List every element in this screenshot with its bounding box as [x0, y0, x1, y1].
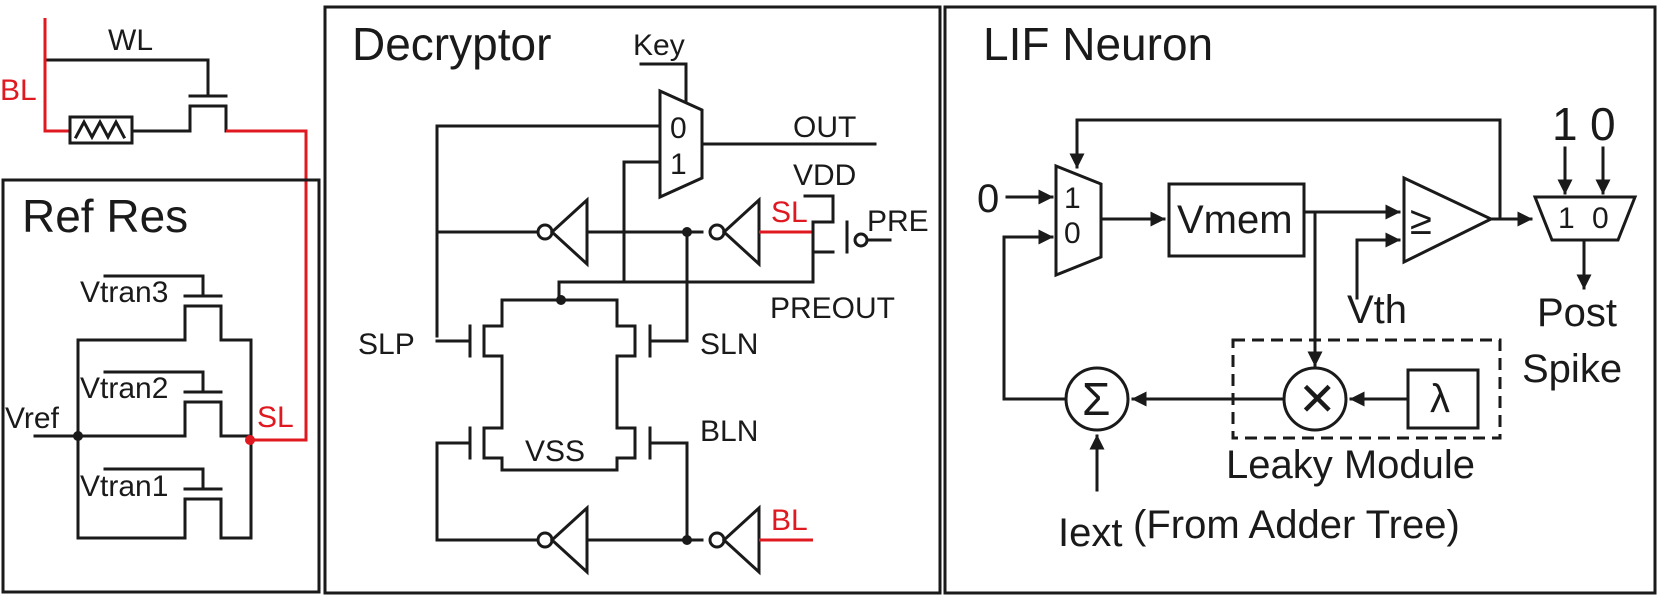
ref-res-border — [1, 178, 321, 594]
out-mux-0: 0 — [1592, 202, 1609, 235]
vtran1-gate — [103, 467, 223, 491]
sum-to-mux — [1002, 229, 1068, 401]
mux-in1: 1 — [670, 148, 687, 181]
vmem-label: Vmem — [1177, 198, 1293, 242]
comparator — [1402, 175, 1495, 265]
lif-title: LIF Neuron — [983, 18, 1213, 70]
decryptor-bl-label: BL — [771, 504, 808, 537]
bl-label: BL — [0, 74, 37, 107]
vss-label: VSS — [525, 435, 585, 468]
preout-label: PREOUT — [770, 292, 895, 325]
bln-label: BLN — [700, 415, 758, 448]
leaky-module-label: Leaky Module — [1226, 443, 1475, 487]
input-mux-b: 0 — [1064, 217, 1081, 250]
mux-in0: 0 — [670, 112, 687, 145]
vtran1-label: Vtran1 — [80, 470, 168, 503]
ref-res-title: Ref Res — [22, 190, 188, 242]
decryptor-title: Decryptor — [352, 18, 551, 70]
post-label: Post — [1537, 291, 1617, 335]
mult-symbol: ✕ — [1298, 373, 1337, 425]
decryptor-border — [323, 5, 942, 595]
leaky-module-box — [1231, 338, 1502, 440]
wl-gate — [188, 58, 228, 98]
vtran3-label: Vtran3 — [80, 276, 168, 309]
lambda-label: λ — [1430, 377, 1450, 421]
decryptor-sl-label: SL — [771, 196, 808, 229]
sl-node — [245, 435, 255, 445]
output-mux — [1532, 195, 1638, 242]
bl-line — [43, 18, 70, 133]
pre-pmos — [803, 194, 835, 254]
slp-gate — [435, 324, 472, 358]
key-wire — [639, 62, 688, 105]
ref-sl-label: SL — [257, 401, 294, 434]
bln-gate — [648, 426, 689, 542]
vtran2-gate — [103, 370, 223, 394]
ref-res-panel: Ref Res Vtran3 Vtran2 Vtran1 Vref SL — [1, 178, 321, 594]
pre-label: PRE — [867, 205, 929, 238]
vtran1-channel — [76, 497, 253, 540]
memory-cell: WL BL — [0, 18, 308, 442]
iext-label: Iext — [1058, 511, 1122, 555]
zero-in-label: 0 — [977, 177, 999, 221]
bln-transistor — [615, 406, 637, 460]
sum-symbol: Σ — [1082, 373, 1110, 425]
wl-label: WL — [108, 24, 153, 57]
vref-label: Vref — [5, 402, 60, 435]
vdd-label: VDD — [793, 159, 856, 192]
vth-label: Vth — [1347, 288, 1407, 332]
slp-feed-wire — [435, 124, 662, 338]
ref-rails — [33, 338, 253, 540]
mux-in1-wire — [622, 160, 662, 284]
adder-tree-label: (From Adder Tree) — [1133, 503, 1460, 547]
pre-bubble — [853, 232, 869, 248]
top-one-label: 1 — [1552, 98, 1578, 150]
sl-wire — [226, 129, 308, 442]
inverter-1 — [549, 196, 589, 268]
key-label: Key — [633, 29, 685, 62]
vtran3-channel — [76, 304, 253, 342]
sln-gate — [648, 230, 689, 358]
memristor-zigzag — [73, 118, 127, 141]
inverter-4 — [721, 504, 761, 576]
latch-node-bottom — [682, 535, 692, 545]
out-label: OUT — [793, 111, 856, 144]
comparator-symbol: ≥ — [1410, 199, 1432, 243]
slp-label: SLP — [358, 328, 415, 361]
vref-node — [73, 431, 83, 441]
sln-label: SLN — [700, 328, 758, 361]
input-mux — [1054, 163, 1103, 278]
vmem-box — [1167, 182, 1306, 258]
vtran2-channel — [76, 400, 253, 438]
out-mux-1: 1 — [1558, 202, 1575, 235]
bl-side-transistor-left — [482, 406, 619, 472]
vtran2-label: Vtran2 — [80, 372, 168, 405]
lif-panel: LIF Neuron 0 1 0 Vmem ≥ Vth 1 0 1 0 Post — [943, 5, 1657, 595]
vtran3-gate — [103, 274, 223, 298]
spike-label: Spike — [1522, 347, 1622, 391]
input-mux-a: 1 — [1064, 182, 1081, 215]
lif-border — [943, 5, 1657, 595]
feedback-wire — [1069, 118, 1502, 221]
slp-transistor — [482, 298, 504, 410]
decryptor-panel: Decryptor Key 0 1 OUT SL VDD PRE PREOU — [323, 5, 942, 595]
inverter-3 — [549, 504, 589, 576]
sln-transistor — [615, 298, 637, 410]
inverter-2 — [721, 196, 761, 268]
access-transistor — [188, 104, 228, 133]
top-zero-label: 0 — [1590, 98, 1616, 150]
bl-left-gate — [435, 426, 472, 542]
